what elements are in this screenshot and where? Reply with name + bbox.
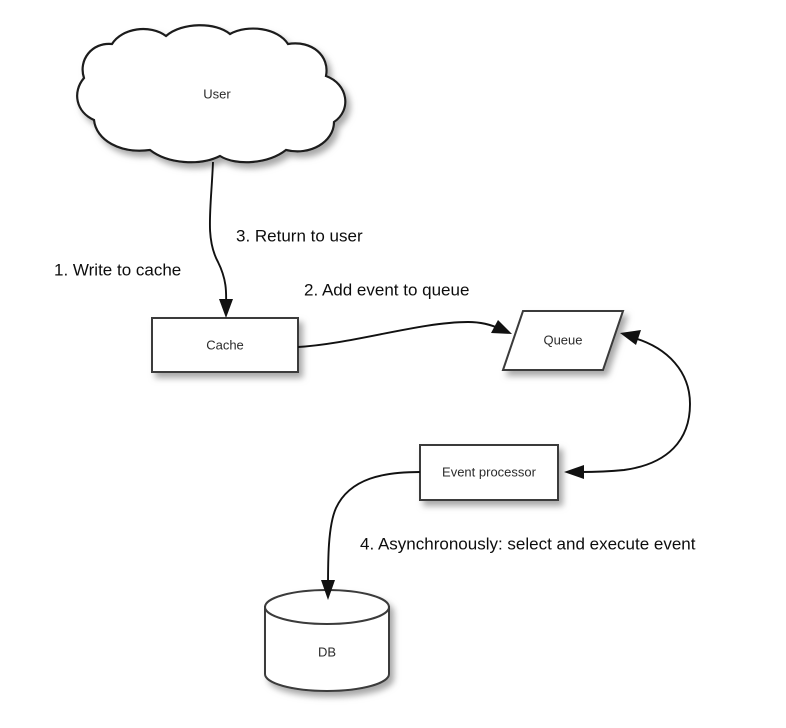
edge-event-processor-to-db-line xyxy=(327,471,421,589)
node-cache[interactable]: Cache xyxy=(151,317,299,373)
step-label-2-add-event-to-queue: 2. Add event to queue xyxy=(304,280,469,299)
node-label-queue: Queue xyxy=(543,332,582,347)
node-label-event-processor: Event processor xyxy=(442,464,537,479)
edge-cache-to-queue-line xyxy=(297,321,501,348)
step-label-1-write-to-cache: 1. Write to cache xyxy=(54,260,181,279)
node-label-db: DB xyxy=(318,644,336,659)
node-label-cache: Cache xyxy=(206,337,244,352)
edge-event-processor-to-db xyxy=(321,471,421,600)
edge-loop-line xyxy=(579,337,691,473)
queue-parallelogram xyxy=(501,310,625,371)
event-processor-rect xyxy=(419,444,559,501)
node-user[interactable]: User xyxy=(76,24,347,164)
edge-user-to-cache xyxy=(208,161,233,318)
node-label-user: User xyxy=(203,86,231,101)
edge-cache-to-queue-arrowhead xyxy=(491,320,512,334)
step-label-4-asynchronously: 4. Asynchronously: select and execute ev… xyxy=(360,534,696,553)
edge-event-processor-to-db-arrowhead xyxy=(321,580,335,600)
edge-loop-arrowhead-queue xyxy=(620,330,641,345)
db-cylinder-body xyxy=(264,606,390,692)
edge-queue-event-processor-loop xyxy=(564,330,691,479)
edge-user-to-cache-arrowhead xyxy=(219,299,233,318)
cloud-shape xyxy=(76,24,347,164)
cache-rect xyxy=(151,317,299,373)
node-event-processor[interactable]: Event processor xyxy=(419,444,559,501)
edge-cache-to-queue xyxy=(297,320,512,348)
step-label-3-return-to-user: 3. Return to user xyxy=(236,226,363,245)
node-db[interactable]: DB xyxy=(264,589,390,692)
edge-user-to-cache-line xyxy=(208,161,228,309)
node-queue[interactable]: Queue xyxy=(501,310,625,371)
edge-loop-arrowhead-event-processor xyxy=(564,465,584,479)
